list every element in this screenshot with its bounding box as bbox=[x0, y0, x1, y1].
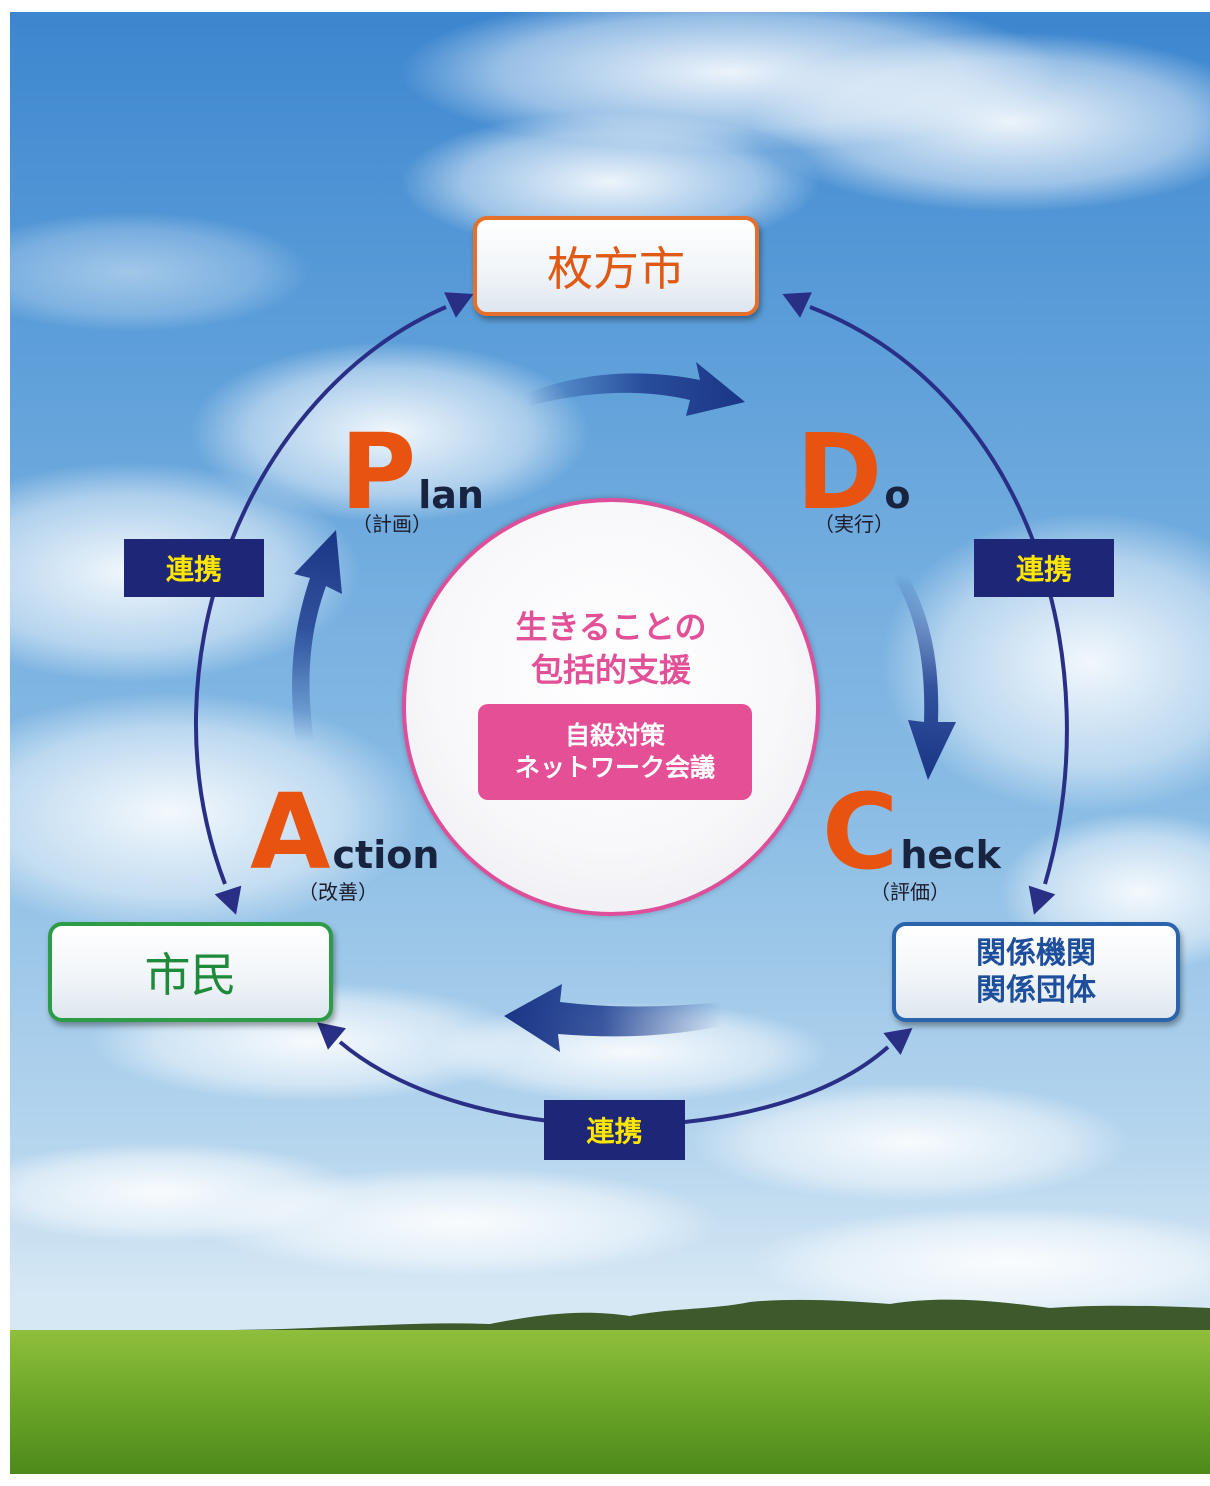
phase-action-sub: （改善） bbox=[298, 880, 378, 904]
cycle-arrow-plan-do bbox=[525, 362, 745, 416]
phase-action-initial: A bbox=[250, 771, 331, 893]
arrowhead-icon bbox=[883, 1027, 913, 1056]
phase-check-sub: （評価） bbox=[870, 880, 950, 904]
network-meeting-line2: ネットワーク会議 bbox=[514, 753, 715, 782]
arrowhead-icon bbox=[317, 1022, 346, 1050]
phase-action-rest: ction bbox=[332, 833, 440, 877]
center-heading-line1: 生きることの bbox=[515, 608, 707, 646]
arrowhead-icon bbox=[214, 885, 242, 915]
node-related-line2: 関係団体 bbox=[976, 973, 1096, 1008]
phase-action: Action （改善） bbox=[250, 780, 440, 904]
phase-do: Do （実行） bbox=[796, 420, 911, 536]
phase-plan: Plan （計画） bbox=[340, 420, 484, 536]
link-label-left: 連携 bbox=[124, 539, 264, 597]
phase-plan-rest: lan bbox=[418, 473, 484, 517]
phase-check-initial: C bbox=[822, 771, 899, 893]
phase-check-rest: heck bbox=[900, 833, 1001, 877]
diagram-canvas: 枚方市 市民 関係機関 関係団体 連携 連携 連携 生きることの 包括的支援 自… bbox=[10, 12, 1210, 1474]
cycle-arrow-action-plan bbox=[292, 530, 342, 742]
node-citizens-label: 市民 bbox=[144, 948, 237, 1002]
node-related-organizations: 関係機関 関係団体 bbox=[892, 922, 1180, 1022]
arc-arrowheads bbox=[214, 292, 1056, 1056]
arrowhead-icon bbox=[444, 292, 474, 318]
arrowhead-icon bbox=[782, 292, 812, 318]
phase-do-initial: D bbox=[796, 411, 883, 533]
phase-plan-initial: P bbox=[340, 411, 417, 533]
phase-check: Check （評価） bbox=[822, 780, 1001, 904]
network-meeting-box: 自殺対策 ネットワーク会議 bbox=[478, 704, 752, 800]
arrowhead-icon bbox=[1028, 885, 1056, 915]
phase-do-sub: （実行） bbox=[814, 512, 894, 536]
pdca-arrows bbox=[292, 362, 956, 1052]
center-heading-line2: 包括的支援 bbox=[530, 651, 691, 690]
node-hirakata-city: 枚方市 bbox=[473, 216, 759, 316]
link-label-bottom: 連携 bbox=[544, 1100, 685, 1160]
node-hirakata-label: 枚方市 bbox=[547, 242, 685, 296]
background-scene bbox=[10, 12, 1210, 1474]
phase-do-rest: o bbox=[884, 473, 911, 517]
cycle-arrow-do-check bbox=[894, 572, 956, 780]
cycle-arrow-check-action bbox=[504, 984, 722, 1052]
node-related-line1: 関係機関 bbox=[976, 935, 1096, 971]
link-label-right: 連携 bbox=[974, 539, 1114, 597]
center-heading: 生きることの 包括的支援 bbox=[406, 606, 816, 692]
grass-field bbox=[10, 1330, 1210, 1474]
phase-plan-sub: （計画） bbox=[352, 512, 432, 536]
network-meeting-line1: 自殺対策 bbox=[564, 720, 665, 750]
node-citizens: 市民 bbox=[48, 922, 333, 1022]
center-circle: 生きることの 包括的支援 自殺対策 ネットワーク会議 bbox=[402, 498, 820, 916]
